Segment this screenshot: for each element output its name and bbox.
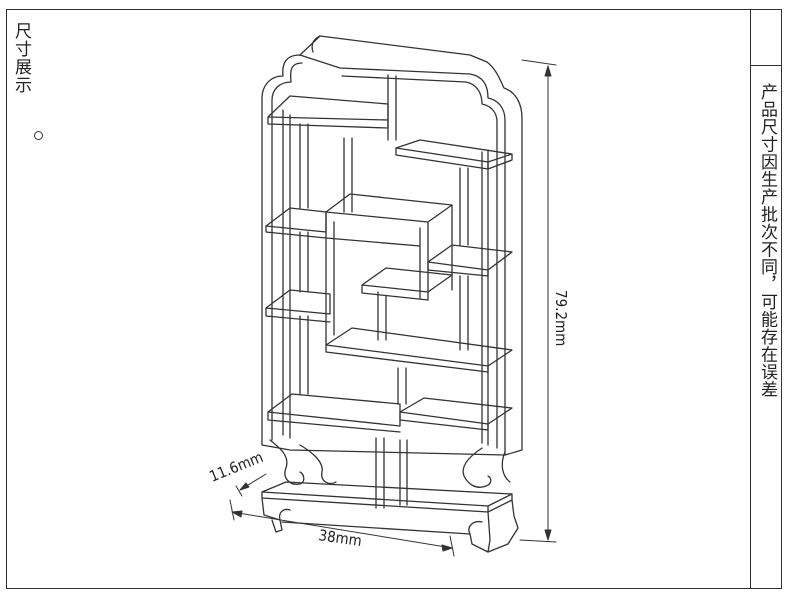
dimension-lines: [229, 59, 557, 557]
height-label: 79.2mm: [552, 290, 570, 346]
note-column-divider: [751, 65, 782, 66]
corner-label: 尺寸展示: [11, 22, 31, 94]
corner-marker-icon: [34, 131, 43, 140]
drawing-frame: [6, 9, 782, 589]
width-label: 38mm: [317, 526, 363, 550]
outer-frame: [261, 35, 523, 456]
base-stand: [261, 439, 519, 553]
vertical-posts: [282, 74, 489, 509]
note-column: 产品尺寸因生产批次不同，可能存在误差: [750, 9, 782, 589]
side-note: 产品尺寸因生产批次不同，可能存在误差: [757, 83, 777, 398]
shelf-boards: [265, 95, 513, 433]
